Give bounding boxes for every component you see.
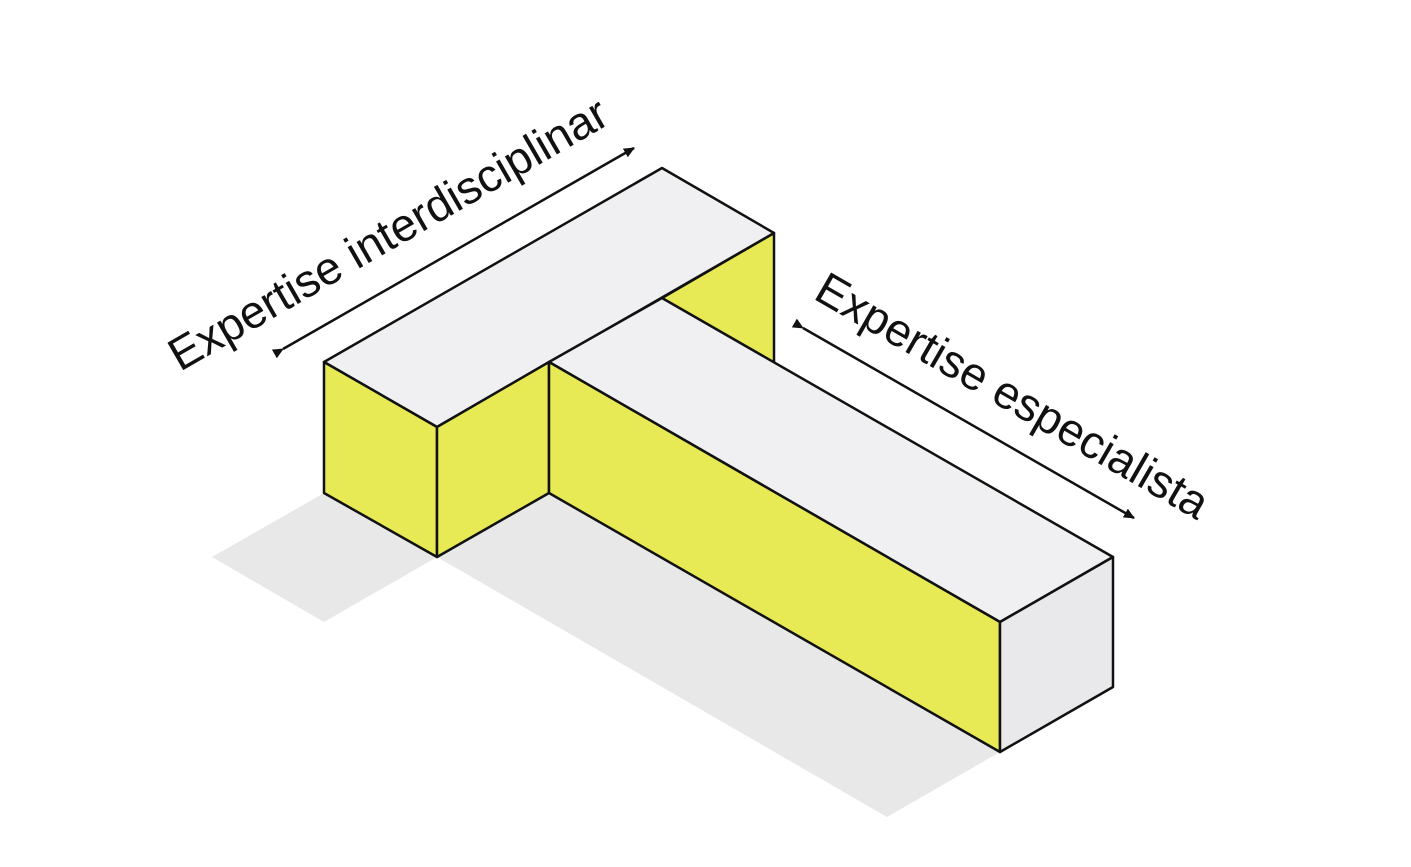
specialist-arrow (791, 318, 1135, 520)
stem-end-face (998, 555, 1115, 754)
stem-shadow (437, 493, 1000, 817)
interdisciplinary-arrow (271, 146, 635, 359)
